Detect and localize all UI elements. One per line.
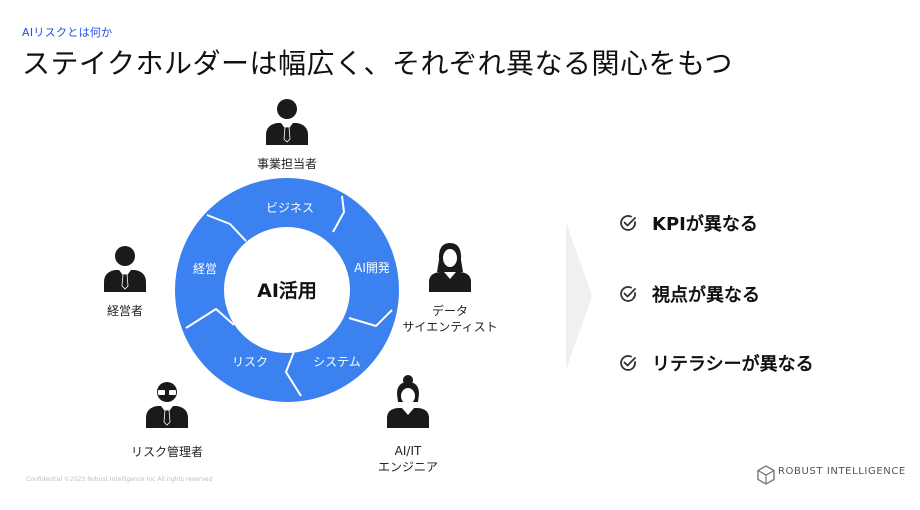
page-title: ステイクホルダーは幅広く、それぞれ異なる関心をもつ bbox=[22, 47, 733, 80]
executive-person-icon bbox=[103, 245, 147, 293]
robust-intelligence-logo-icon bbox=[757, 465, 775, 485]
label-line: リスク管理者 bbox=[130, 445, 203, 459]
ring-segment-label-ai-dev: AI開発 bbox=[354, 261, 390, 275]
ring-divider bbox=[185, 308, 235, 329]
label-line: 経営者 bbox=[106, 304, 143, 318]
benefit-item-literacy: リテラシーが異なる bbox=[618, 351, 814, 375]
chevron-arrow-icon bbox=[566, 222, 592, 370]
ai-engineer-person-icon bbox=[387, 375, 429, 428]
benefit-text: 視点が異なる bbox=[652, 285, 760, 306]
stakeholder-label-executive: 経営者 bbox=[55, 303, 195, 319]
ring-divider bbox=[285, 348, 302, 397]
section-kicker: AIリスクとは何か bbox=[22, 26, 113, 39]
ring-segment-label-risk: リスク bbox=[232, 355, 268, 369]
ring-divider bbox=[332, 195, 345, 233]
brand-name: ROBUST INTELLIGENCE bbox=[778, 466, 906, 477]
data-scientist-person-icon bbox=[429, 243, 471, 292]
check-circle-icon bbox=[620, 286, 636, 302]
benefit-item-viewpoint: 視点が異なる bbox=[618, 282, 760, 306]
label-line: AI/IT bbox=[394, 444, 422, 458]
ring-segment-label-management: 経営 bbox=[193, 262, 217, 276]
stakeholder-label-risk-manager: リスク管理者 bbox=[97, 444, 237, 460]
stakeholder-label-business: 事業担当者 bbox=[217, 156, 357, 172]
ring-segment-label-business: ビジネス bbox=[266, 201, 314, 215]
benefit-text: KPIが異なる bbox=[652, 214, 758, 235]
brand-wordmark: ROBUST INTELLIGENCE bbox=[758, 466, 906, 477]
stakeholder-label-ai-engineer: AI/IT エンジニア bbox=[338, 443, 478, 475]
check-circle-icon bbox=[620, 355, 636, 371]
label-line: データ bbox=[431, 304, 468, 318]
check-circle-icon bbox=[620, 215, 636, 231]
business-person-icon bbox=[265, 98, 309, 146]
risk-manager-person-icon bbox=[145, 381, 189, 429]
stakeholder-label-data-scientist: データ サイエンティスト bbox=[380, 303, 520, 335]
label-line: 事業担当者 bbox=[256, 157, 317, 171]
ring-divider bbox=[348, 309, 393, 327]
ai-cycle-ring: ビジネス AI開発 システム リスク 経営 AI活用 bbox=[175, 178, 399, 402]
ring-segment-label-system: システム bbox=[313, 355, 361, 369]
benefit-text: リテラシーが異なる bbox=[652, 354, 814, 375]
label-line: サイエンティスト bbox=[402, 320, 498, 334]
benefit-item-kpi: KPIが異なる bbox=[618, 211, 758, 235]
ring-band bbox=[175, 178, 399, 402]
ring-divider bbox=[206, 214, 247, 242]
ring-center-label: AI活用 bbox=[257, 279, 317, 302]
label-line: エンジニア bbox=[377, 460, 438, 474]
confidential-notice: Confidential ©2023 Robust Intelligence I… bbox=[26, 476, 213, 483]
